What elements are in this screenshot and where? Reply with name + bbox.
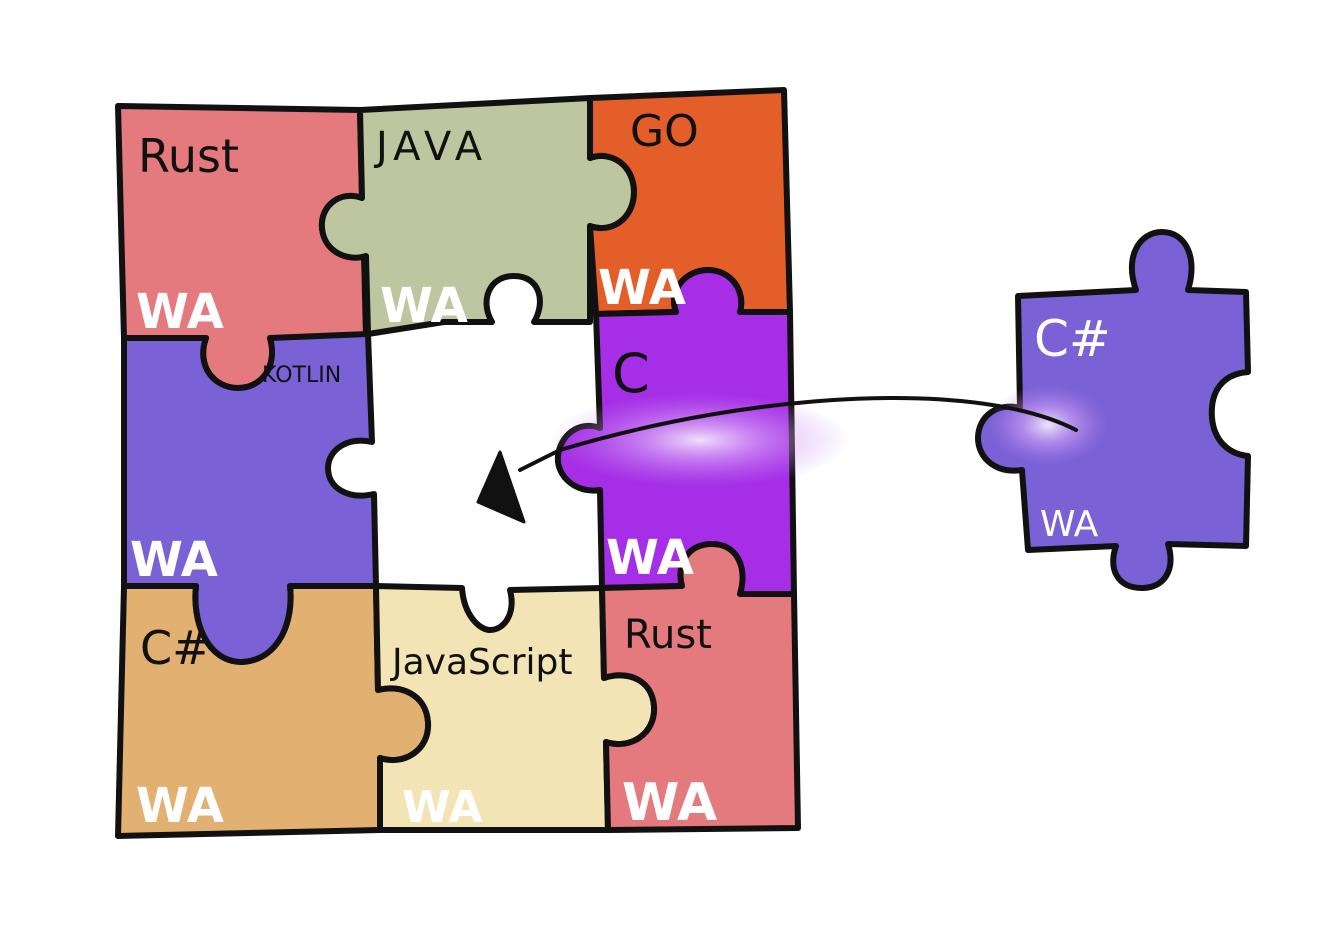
label-wa-java: WA	[380, 278, 468, 334]
label-lang-kotlin: KOTLIN	[262, 363, 341, 388]
label-lang-javascript: JavaScript	[390, 642, 572, 683]
piece-rust-bottom	[599, 541, 801, 833]
label-lang-java: JAVA	[373, 124, 488, 170]
label-wa-csharp-loose: WA	[1040, 504, 1099, 545]
insert-arrow-line	[518, 396, 1078, 472]
label-lang-go: GO	[630, 106, 699, 157]
label-wa-go: WA	[598, 260, 686, 316]
arrowhead-icon	[476, 450, 526, 524]
glow-highlight	[550, 392, 850, 488]
piece-csharp-loose	[975, 229, 1251, 591]
label-wa-c: WA	[606, 530, 694, 586]
label-lang-rust-top: Rust	[138, 129, 239, 183]
label-wa-rust-bottom: WA	[622, 773, 717, 833]
label-wa-kotlin: WA	[130, 532, 218, 588]
label-lang-csharp-grid: C#	[140, 621, 211, 675]
label-wa-javascript: WA	[402, 782, 483, 833]
label-lang-csharp-loose: C#	[1034, 310, 1111, 368]
label-lang-rust-bottom: Rust	[624, 612, 712, 658]
label-lang-c: C	[612, 342, 650, 405]
glow-highlight-source	[988, 385, 1108, 465]
label-wa-csharp-grid: WA	[136, 778, 224, 834]
label-wa-rust-top: WA	[136, 284, 224, 340]
